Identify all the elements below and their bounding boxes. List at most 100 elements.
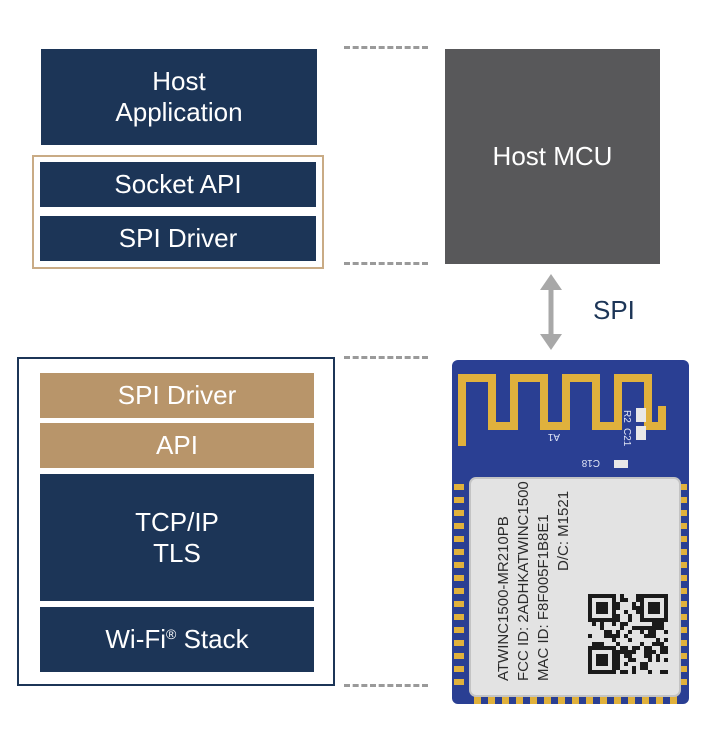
- qr-module: [640, 626, 644, 630]
- tls-label: TLS: [153, 537, 201, 568]
- qr-module: [616, 614, 620, 618]
- qr-module: [644, 626, 648, 630]
- qr-code-icon: [585, 591, 671, 677]
- edge-pad: [502, 696, 509, 704]
- qr-module: [656, 642, 660, 646]
- edge-pad: [474, 696, 481, 704]
- qr-module: [628, 614, 632, 618]
- edge-pad: [677, 523, 687, 529]
- module-api-block: API: [40, 423, 314, 468]
- qr-module: [616, 630, 620, 634]
- edge-pad: [454, 549, 464, 555]
- dashed-connector-module-top: [344, 356, 428, 359]
- edge-pad: [454, 640, 464, 646]
- qr-module: [624, 598, 628, 602]
- edge-pad: [454, 536, 464, 542]
- qr-module: [616, 658, 620, 662]
- module-stack-frame: [17, 357, 335, 686]
- edge-pad: [677, 510, 687, 516]
- qr-module: [612, 634, 616, 638]
- edge-pad: [454, 510, 464, 516]
- qr-module: [640, 666, 644, 670]
- edge-pad: [454, 523, 464, 529]
- qr-module: [648, 626, 652, 630]
- qr-module: [644, 662, 648, 666]
- qr-module: [664, 670, 668, 674]
- qr-module: [616, 650, 620, 654]
- qr-module: [600, 622, 604, 626]
- module-fcc-id: FCC ID: 2ADHKATWINC1500: [515, 481, 532, 681]
- edge-pad: [656, 696, 663, 704]
- tcpip-label: TCP/IP: [135, 506, 219, 537]
- qr-module: [620, 594, 624, 598]
- qr-finder-core: [596, 602, 608, 614]
- qr-module: [656, 654, 660, 658]
- qr-module: [644, 650, 648, 654]
- qr-module: [644, 646, 648, 650]
- edge-pad: [454, 562, 464, 568]
- qr-module: [652, 626, 656, 630]
- qr-module: [660, 642, 664, 646]
- wifi-stack-suffix: Stack: [176, 624, 249, 654]
- c18-label: C18: [581, 457, 600, 468]
- qr-module: [612, 638, 616, 642]
- qr-module: [624, 610, 628, 614]
- qr-module: [664, 650, 668, 654]
- edge-pad: [677, 640, 687, 646]
- qr-module: [616, 642, 620, 646]
- qr-module: [648, 634, 652, 638]
- qr-module: [628, 630, 632, 634]
- qr-module: [624, 654, 628, 658]
- edge-pad: [454, 588, 464, 594]
- qr-module: [628, 618, 632, 622]
- qr-module: [656, 638, 660, 642]
- edge-pad: [454, 679, 464, 685]
- edge-pad: [677, 536, 687, 542]
- qr-module: [624, 650, 628, 654]
- host-application-label-line1: Host: [152, 66, 206, 96]
- qr-module: [652, 634, 656, 638]
- edge-pad: [677, 562, 687, 568]
- module-mac-id: MAC ID: F8F005F1B8E1: [535, 514, 552, 681]
- qr-module: [632, 646, 636, 650]
- qr-module: [632, 666, 636, 670]
- qr-module: [600, 642, 604, 646]
- qr-module: [620, 646, 624, 650]
- edge-pad: [600, 696, 607, 704]
- edge-pad: [530, 696, 537, 704]
- antenna-label: A1: [547, 431, 560, 442]
- qr-finder-core: [596, 654, 608, 666]
- edge-pad: [454, 653, 464, 659]
- qr-module: [644, 654, 648, 658]
- double-arrow-vertical-icon: [540, 274, 562, 350]
- edge-pad: [454, 575, 464, 581]
- qr-module: [636, 626, 640, 630]
- qr-module: [644, 634, 648, 638]
- edge-pad: [677, 601, 687, 607]
- edge-pad: [677, 666, 687, 672]
- component-c21: [636, 426, 646, 440]
- qr-module: [660, 646, 664, 650]
- module-spi-driver-label: SPI Driver: [117, 380, 237, 410]
- c21-label: C21: [621, 428, 632, 447]
- host-mcu-label: Host MCU: [492, 141, 613, 171]
- edge-pad: [677, 497, 687, 503]
- component-r2: [636, 408, 646, 422]
- qr-module: [660, 650, 664, 654]
- qr-module: [660, 622, 664, 626]
- qr-module: [632, 670, 636, 674]
- module-api-label: API: [156, 430, 198, 460]
- edge-pad: [614, 696, 621, 704]
- edge-pad: [454, 497, 464, 503]
- edge-pad: [454, 601, 464, 607]
- qr-module: [628, 650, 632, 654]
- qr-module: [620, 650, 624, 654]
- qr-module: [592, 622, 596, 626]
- host-spi-driver-label: SPI Driver: [118, 223, 238, 253]
- qr-module: [664, 638, 668, 642]
- qr-module: [660, 626, 664, 630]
- component-c18: [614, 460, 628, 468]
- qr-module: [648, 658, 652, 662]
- module-date-code: D/C: M1521: [555, 491, 572, 571]
- qr-module: [664, 630, 668, 634]
